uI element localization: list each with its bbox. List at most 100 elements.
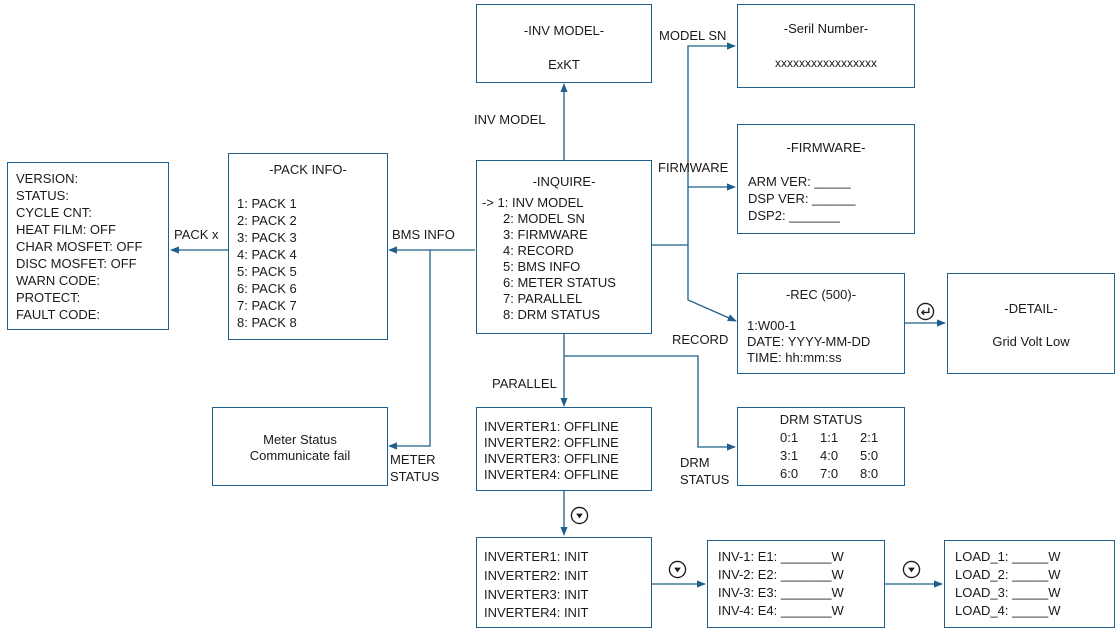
drm-cell: 0:1 [780,430,799,445]
init-line: INVERTER2: INIT [484,568,589,583]
inquire-menu-box[interactable]: -INQUIRE- -> 1: INV MODEL 2: MODEL SN 3:… [476,160,652,334]
pack-item[interactable]: 1: PACK 1 [237,196,297,211]
record-box[interactable]: -REC (500)- 1:W00-1 DATE: YYYY-MM-DD TIM… [737,273,905,374]
inquire-title: -INQUIRE- [532,174,596,189]
detail-value: Grid Volt Low [992,334,1070,349]
meter-line: Meter Status [263,432,337,447]
edge-label-model-sn: MODEL SN [659,28,727,43]
drm-cell: 2:1 [860,430,879,445]
parallel-status-box[interactable]: INVERTER1: OFFLINE INVERTER2: OFFLINE IN… [476,407,652,491]
pack-detail-line: PROTECT: [16,290,81,305]
enter-icon[interactable] [916,302,935,321]
edge-label-inv-model: INV MODEL [474,112,546,127]
edge-label-bms-info: BMS INFO [392,227,455,242]
parallel-init-box[interactable]: INVERTER1: INIT INVERTER2: INIT INVERTER… [476,537,652,628]
inquire-item[interactable]: 7: PARALLEL [503,291,583,306]
record-title: -REC (500)- [785,287,857,302]
load-line: LOAD_1: _____W [955,549,1061,564]
down-arrow-icon[interactable] [902,560,921,579]
pack-item[interactable]: 2: PACK 2 [237,213,297,228]
firmware-line: ARM VER: _____ [748,174,851,189]
edge-label-parallel: PARALLEL [492,376,557,391]
pack-item[interactable]: 3: PACK 3 [237,230,297,245]
meter-line: Communicate fail [249,448,351,463]
pack-info-box[interactable]: -PACK INFO- 1: PACK 1 2: PACK 2 3: PACK … [228,153,388,340]
down-arrow-icon[interactable] [668,560,687,579]
inv-model-box[interactable]: -INV MODEL- ExKT [476,4,652,83]
inquire-item[interactable]: 2: MODEL SN [503,211,585,226]
init-line: INVERTER4: INIT [484,605,589,620]
wire-drm [564,355,736,451]
edge-label-meter-status: STATUS [390,469,440,484]
pack-detail-line: FAULT CODE: [16,307,101,322]
drm-cell: 1:1 [820,430,839,445]
energy-line: INV-2: E2: _______W [718,567,844,582]
inv-model-value: ExKT [548,57,580,72]
pack-item[interactable]: 4: PACK 4 [237,247,297,262]
edge-label-meter: METER [390,452,436,467]
pack-detail-line: WARN CODE: [16,273,101,288]
energy-line: INV-4: E4: _______W [718,603,844,618]
energy-line: INV-3: E3: _______W [718,585,844,600]
parallel-line: INVERTER3: OFFLINE [484,451,619,466]
pack-item[interactable]: 5: PACK 5 [237,264,297,279]
detail-box[interactable]: -DETAIL- Grid Volt Low [947,273,1115,374]
edge-label-record: RECORD [672,332,729,347]
pack-detail-line: STATUS: [16,188,69,203]
drm-cell: 3:1 [780,448,799,463]
wire-model-sn [687,42,736,245]
firmware-box[interactable]: -FIRMWARE- ARM VER: _____ DSP VER: _____… [737,124,915,234]
edge-label-drm-status: STATUS [680,472,730,487]
serial-value: xxxxxxxxxxxxxxxxx [775,56,877,70]
record-line: DATE: YYYY-MM-DD [747,334,871,349]
init-line: INVERTER1: INIT [484,549,589,564]
pack-item[interactable]: 8: PACK 8 [237,315,297,330]
pack-detail-line: CYCLE CNT: [16,205,92,220]
load-line: LOAD_2: _____W [955,567,1061,582]
pack-detail-line: VERSION: [16,171,79,186]
load-box[interactable]: LOAD_1: _____W LOAD_2: _____W LOAD_3: __… [944,540,1115,628]
inquire-item[interactable]: 8: DRM STATUS [503,307,601,322]
inquire-item[interactable]: 4: RECORD [503,243,574,258]
serial-title: -Seril Number- [783,21,869,36]
pack-detail-line: CHAR MOSFET: OFF [16,239,143,254]
edge-label-firmware: FIRMWARE [658,160,729,175]
drm-cell: 5:0 [860,448,879,463]
init-line: INVERTER3: INIT [484,587,589,602]
firmware-line: DSP2: _______ [748,208,840,223]
firmware-title: -FIRMWARE- [786,140,866,155]
parallel-line: INVERTER2: OFFLINE [484,435,619,450]
energy-box[interactable]: INV-1: E1: _______W INV-2: E2: _______W … [707,540,885,628]
pack-info-title: -PACK INFO- [269,162,347,177]
edge-label-drm: DRM [680,455,710,470]
energy-line: INV-1: E1: _______W [718,549,844,564]
inquire-item[interactable]: -> 1: INV MODEL [482,195,584,210]
pack-detail-box[interactable]: VERSION: STATUS: CYCLE CNT: HEAT FILM: O… [7,162,169,330]
inquire-item[interactable]: 6: METER STATUS [503,275,616,290]
down-arrow-icon[interactable] [570,506,589,525]
drm-title: DRM STATUS [779,412,863,427]
parallel-line: INVERTER4: OFFLINE [484,467,619,482]
load-line: LOAD_3: _____W [955,585,1061,600]
pack-item[interactable]: 6: PACK 6 [237,281,297,296]
serial-number-box[interactable]: -Seril Number- xxxxxxxxxxxxxxxxx [737,4,915,88]
drm-cell: 4:0 [820,448,839,463]
meter-status-box[interactable]: Meter Status Communicate fail [212,407,388,486]
drm-cell: 8:0 [860,466,879,481]
inquire-item[interactable]: 5: BMS INFO [503,259,581,274]
wire-record [687,245,737,322]
drm-cell: 7:0 [820,466,839,481]
drm-cell: 6:0 [780,466,799,481]
record-line: TIME: hh:mm:ss [747,350,842,365]
inquire-item[interactable]: 3: FIRMWARE [503,227,588,242]
inv-model-title: -INV MODEL- [523,23,605,38]
pack-item[interactable]: 7: PACK 7 [237,298,297,313]
edge-label-pack-x: PACK x [174,227,219,242]
firmware-line: DSP VER: ______ [748,191,856,206]
load-line: LOAD_4: _____W [955,603,1061,618]
detail-title: -DETAIL- [1004,301,1058,316]
drm-status-box[interactable]: DRM STATUS 0:1 1:1 2:1 3:1 4:0 5:0 6:0 7… [737,407,905,486]
parallel-line: INVERTER1: OFFLINE [484,419,619,434]
pack-detail-line: DISC MOSFET: OFF [16,256,137,271]
